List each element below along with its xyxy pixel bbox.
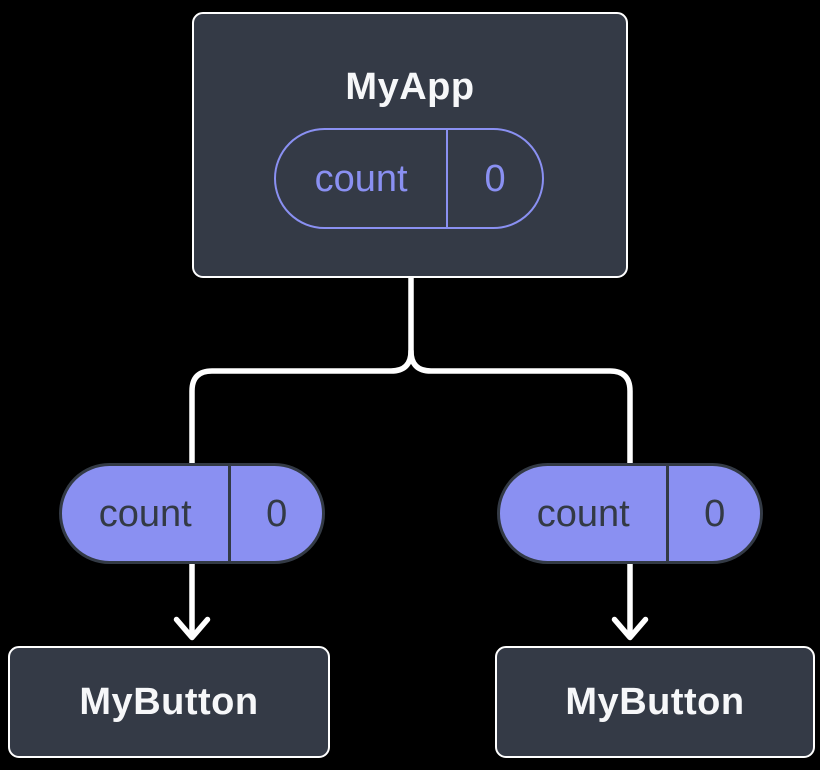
branch-line-left	[189, 273, 414, 471]
state-pill-value: 0	[484, 157, 506, 200]
node-mybutton-right: MyButton	[495, 646, 815, 758]
node-mybutton-right-title: MyButton	[565, 681, 745, 723]
state-pill-count: count 0	[274, 128, 544, 229]
prop-pill-right: count 0	[497, 463, 763, 564]
node-myapp-title: MyApp	[345, 66, 475, 108]
prop-pill-right-label: count	[500, 466, 670, 561]
prop-pill-left-value: 0	[266, 492, 288, 535]
node-mybutton-left: MyButton	[8, 646, 330, 758]
node-mybutton-left-title: MyButton	[79, 681, 259, 723]
state-pill-label: count	[276, 130, 449, 227]
prop-pill-left: count 0	[59, 463, 325, 564]
arrow-down-icon-left	[173, 616, 211, 641]
arrow-down-icon-right	[611, 616, 649, 641]
node-myapp: MyApp count 0	[192, 12, 628, 278]
prop-pill-right-value: 0	[704, 492, 726, 535]
branch-line-right	[408, 348, 633, 471]
prop-pill-left-label: count	[62, 466, 232, 561]
